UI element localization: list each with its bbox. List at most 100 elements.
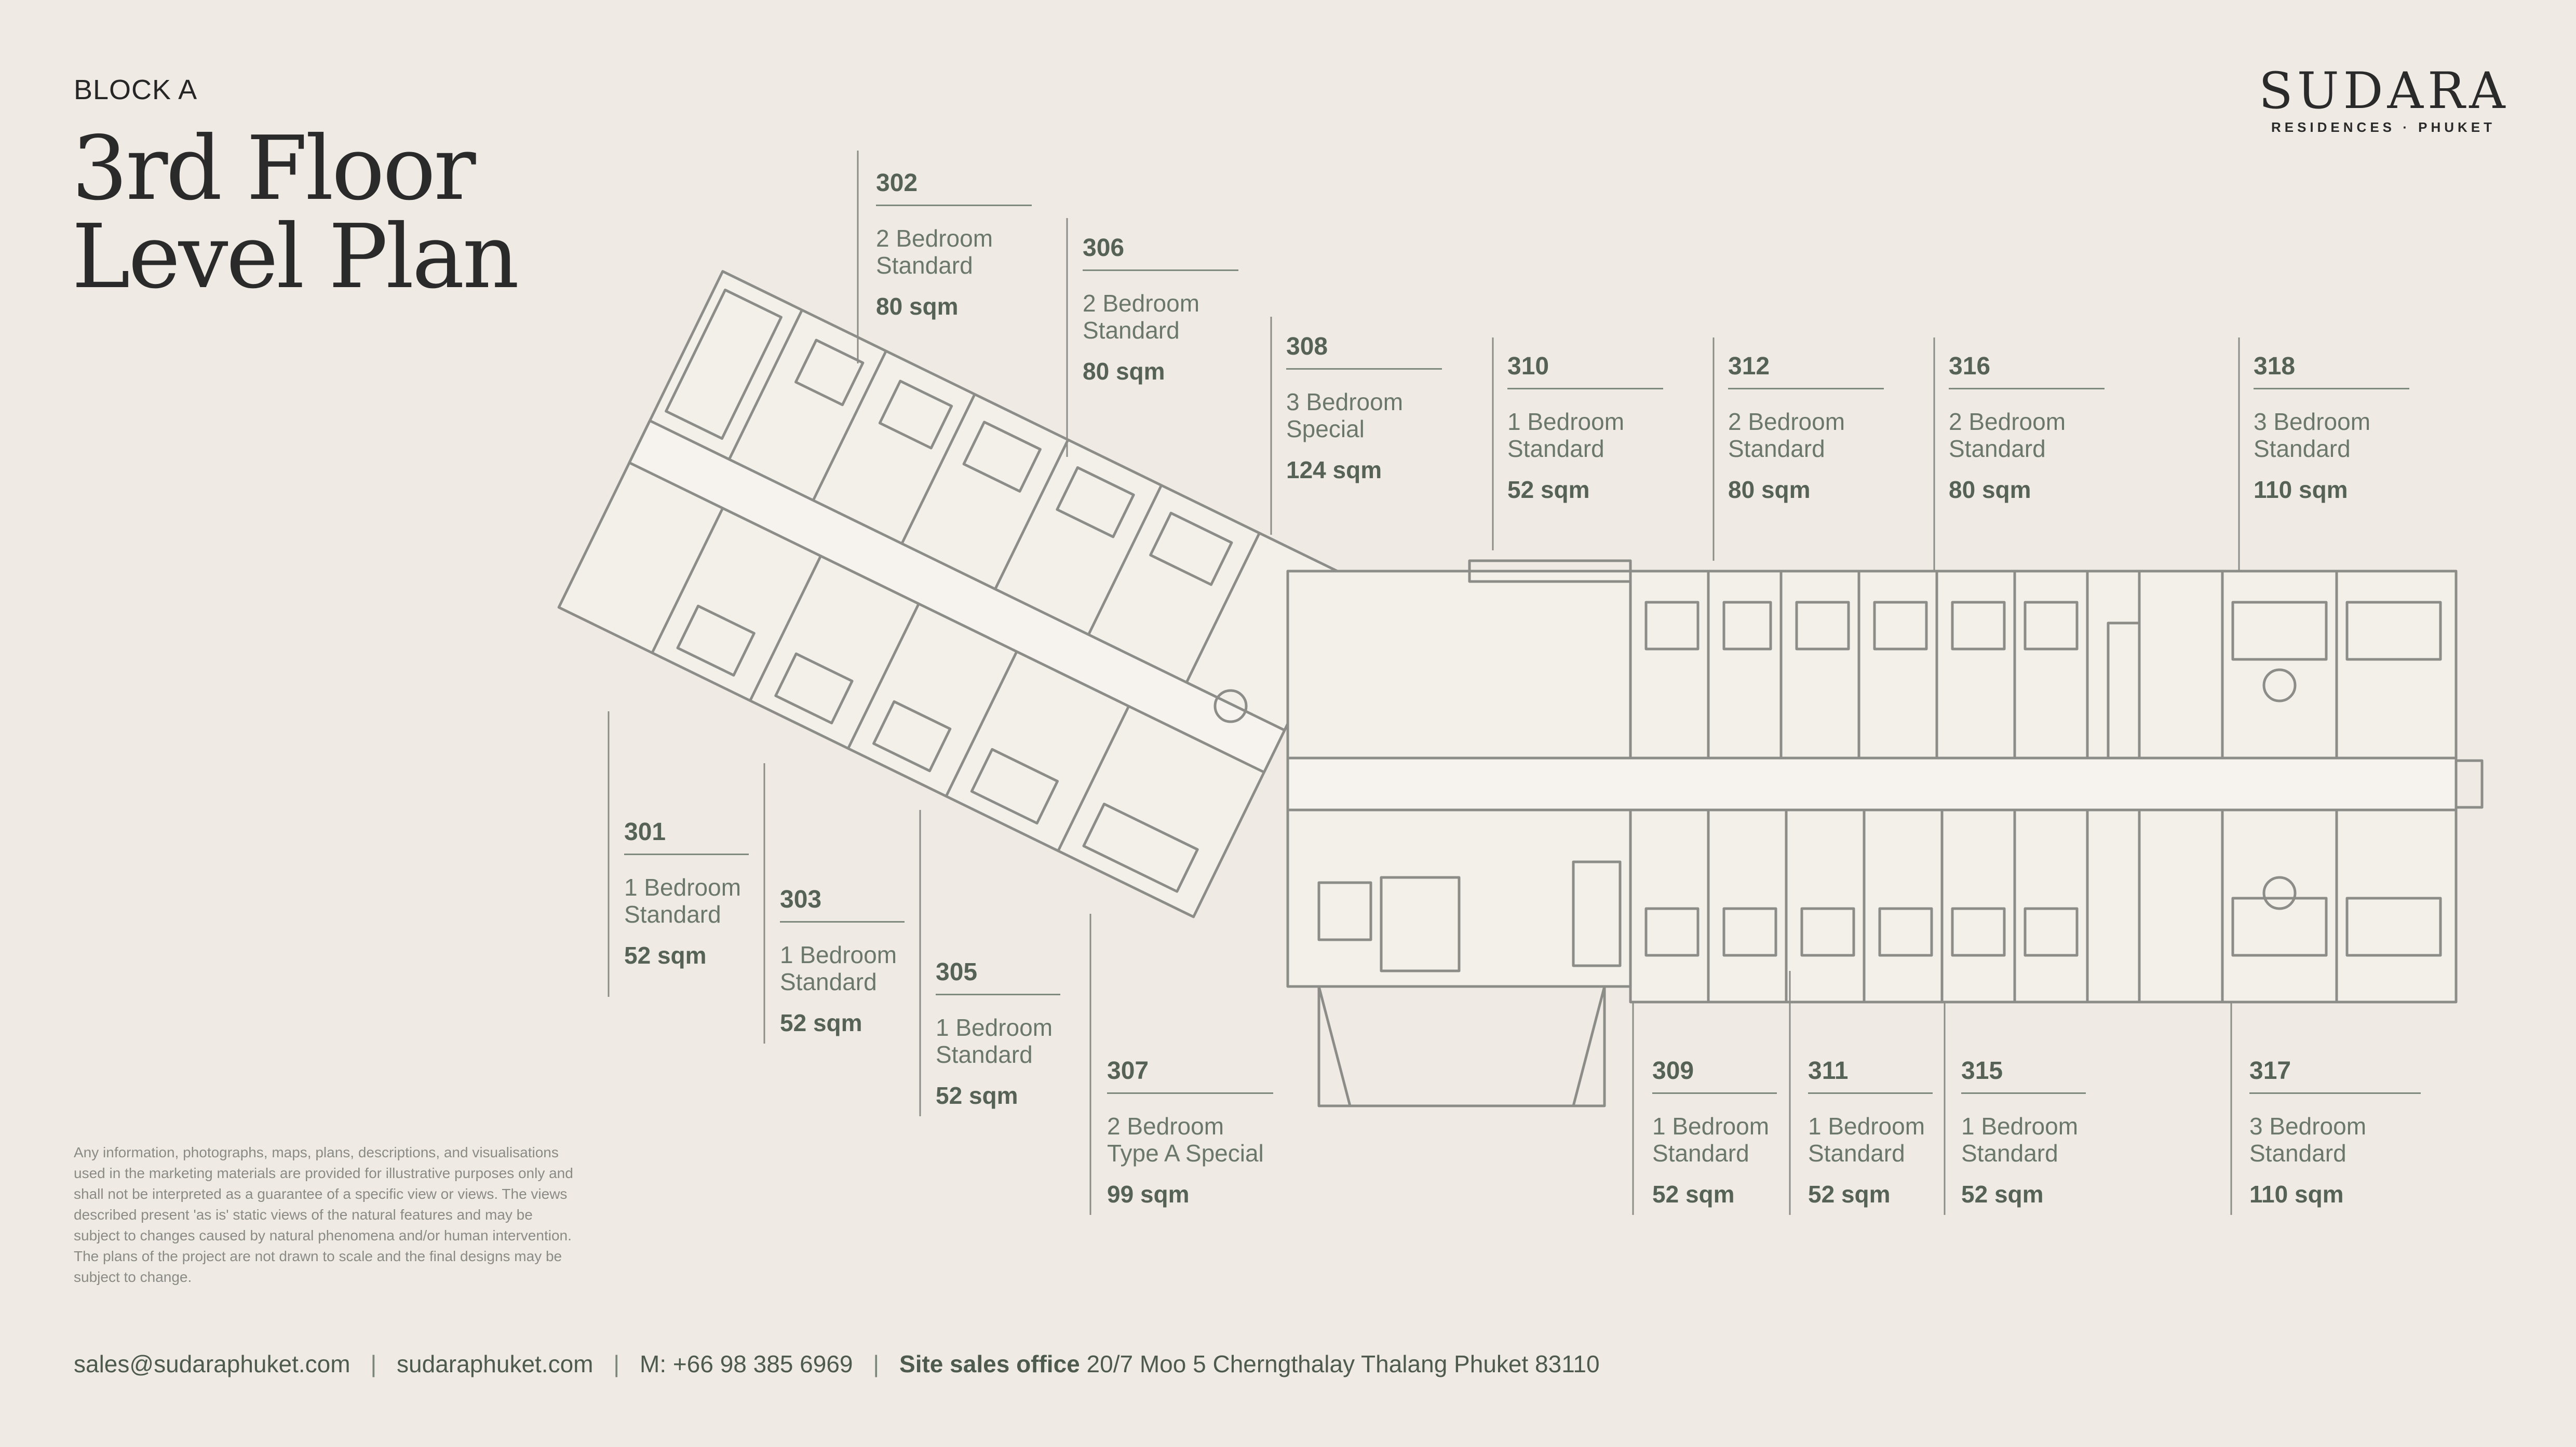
room [1149, 511, 1233, 586]
dining-table [2262, 668, 2297, 702]
room [1800, 907, 1855, 957]
unit-number: 308 [1286, 332, 1442, 370]
unit-size: 52 sqm [1652, 1181, 1735, 1208]
logo-subtitle: RESIDENCES · PHUKET [2271, 119, 2496, 135]
west-stair [665, 288, 783, 440]
west-wall [812, 350, 887, 501]
room [1878, 907, 1933, 957]
west-wall [749, 555, 822, 701]
dining-table [1213, 689, 1248, 723]
website-link[interactable]: sudaraphuket.com [397, 1350, 594, 1377]
unit-number: 311 [1808, 1057, 1933, 1094]
unit-size: 52 sqm [1808, 1181, 1891, 1208]
room [2231, 601, 2328, 661]
unit-size: 80 sqm [1083, 358, 1165, 385]
room [872, 700, 952, 773]
west-wall [728, 309, 803, 460]
corridor-end [2454, 759, 2484, 809]
separator: | [370, 1350, 377, 1377]
room [2024, 907, 2079, 957]
unit-size: 99 sqm [1107, 1181, 1190, 1208]
core-stair [1380, 876, 1461, 972]
west-wall [1087, 484, 1163, 635]
room [878, 380, 953, 450]
unit-number: 309 [1652, 1057, 1777, 1094]
room [774, 652, 854, 725]
west-wall [945, 651, 1018, 797]
room [1795, 601, 1850, 651]
west-wall [900, 394, 976, 545]
west-wall [651, 507, 724, 654]
page-title: 3rd Floor Level Plan [72, 117, 519, 308]
unit-size: 52 sqm [1507, 476, 1590, 503]
unit-size: 124 sqm [1286, 456, 1382, 483]
room [1082, 802, 1199, 893]
room [2345, 897, 2442, 957]
unit-number: 302 [876, 169, 1032, 206]
title-line-1: 3rd Floor [72, 117, 476, 220]
room [1722, 907, 1777, 957]
separator: | [613, 1350, 620, 1377]
east-stair [2107, 621, 2141, 760]
unit-number: 317 [2249, 1057, 2421, 1094]
room [962, 421, 1042, 493]
room [1644, 601, 1700, 651]
room [794, 339, 865, 407]
unit-number: 310 [1507, 352, 1663, 389]
unit-number: 307 [1107, 1057, 1273, 1094]
room [1951, 907, 2006, 957]
email-link[interactable]: sales@sudaraphuket.com [74, 1350, 350, 1377]
unit-number: 315 [1961, 1057, 2086, 1094]
room [2231, 897, 2328, 957]
unit-size: 80 sqm [1728, 476, 1811, 503]
west-wall [1057, 706, 1130, 851]
title-line-2: Level Plan [72, 206, 519, 308]
phone-number[interactable]: M: +66 98 385 6969 [640, 1350, 853, 1377]
office-address: 20/7 Moo 5 Cherngthalay Thalang Phuket 8… [1086, 1350, 1600, 1377]
unit-size: 52 sqm [780, 1009, 862, 1036]
room [2024, 601, 2079, 651]
unit-number: 303 [780, 885, 905, 923]
separator: | [873, 1350, 880, 1377]
unit-size: 80 sqm [876, 293, 959, 320]
core-lift-2 [1572, 860, 1622, 967]
west-wall [994, 439, 1070, 590]
brand-logo: SUDARA RESIDENCES · PHUKET [2259, 62, 2508, 136]
unit-size: 52 sqm [624, 942, 707, 969]
core-lift [1317, 881, 1372, 941]
disclaimer-text: Any information, photographs, maps, plan… [74, 1144, 573, 1285]
west-wall [1185, 532, 1261, 683]
contact-footer: sales@sudaraphuket.com | sudaraphuket.co… [74, 1350, 1600, 1378]
unit-number: 316 [1949, 352, 2105, 389]
west-corridor [628, 419, 1286, 774]
block-label: BLOCK A [74, 74, 198, 105]
room [1951, 601, 2006, 651]
canopy [1317, 985, 1606, 1107]
unit-size: 52 sqm [1961, 1181, 2044, 1208]
